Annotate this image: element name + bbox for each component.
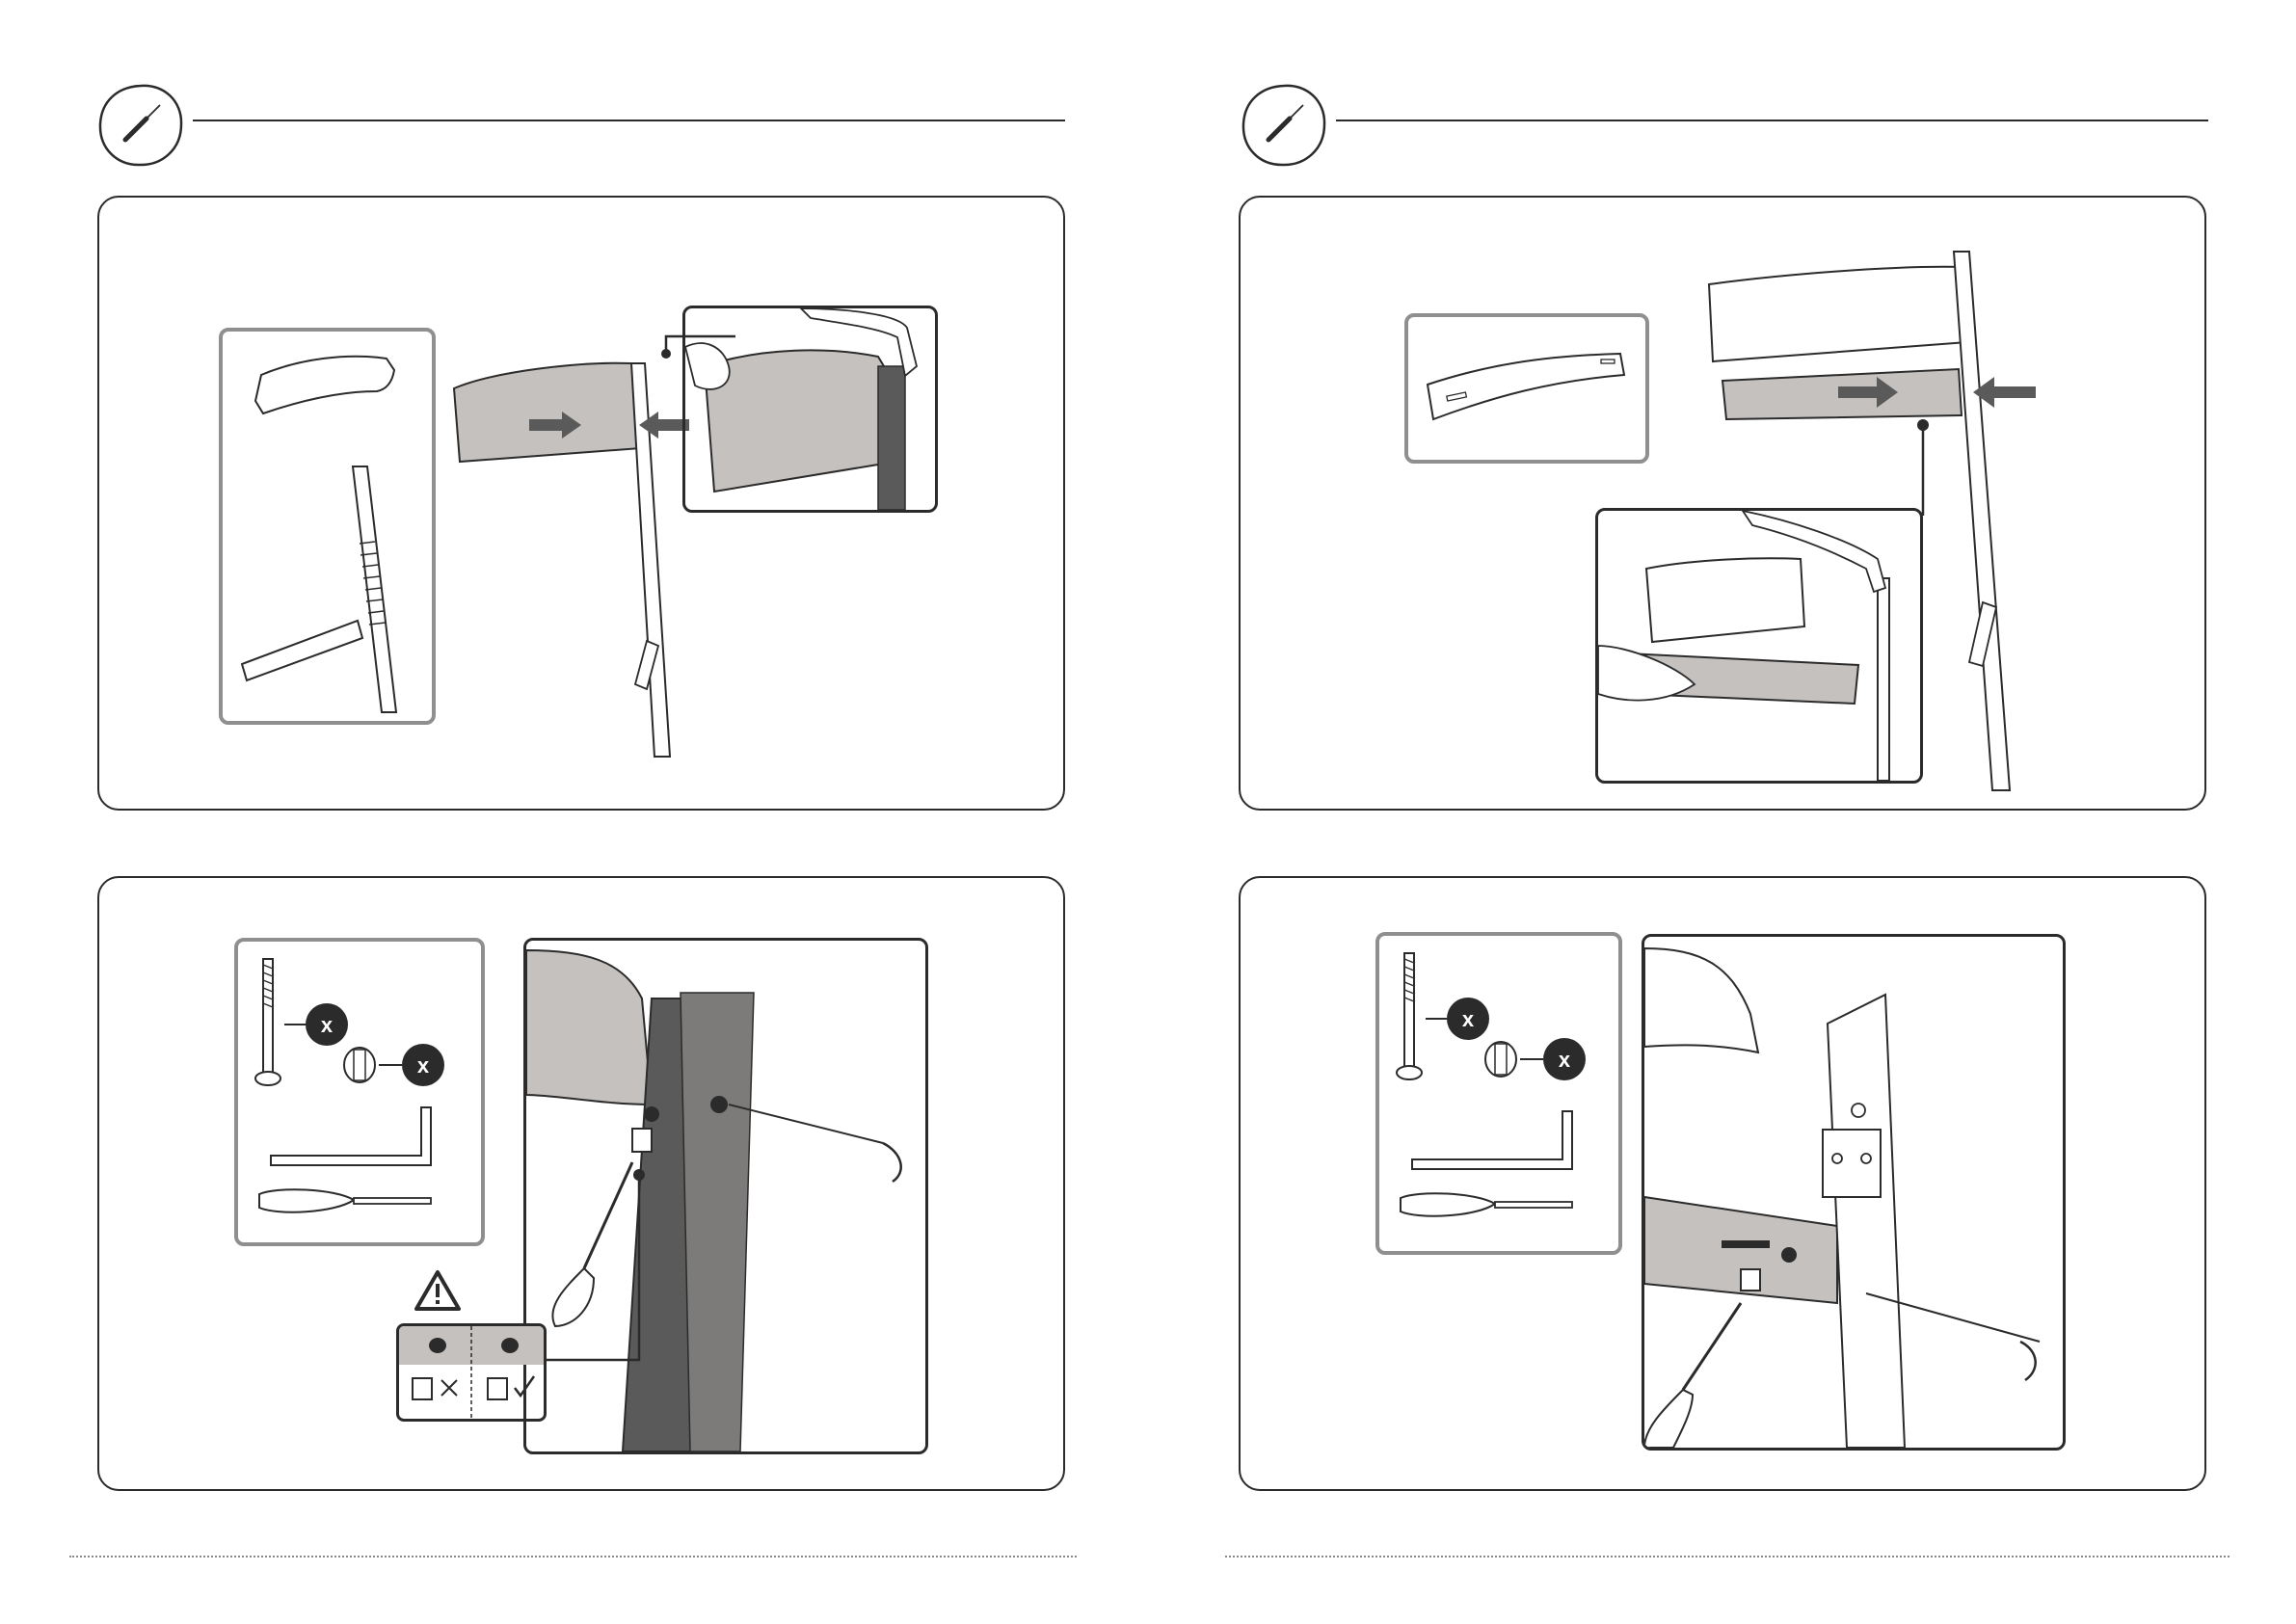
- bolt-qty-badge: x: [321, 1013, 334, 1037]
- manual-page-right: x x: [1148, 0, 2296, 1624]
- rotate-arrow-icon: [883, 1143, 901, 1182]
- allen-key-icon: [1412, 1111, 1572, 1169]
- detail-inset: [1642, 934, 2066, 1451]
- nut-qty-badge: x: [1559, 1048, 1571, 1072]
- bolt-icon: [255, 959, 280, 1085]
- nut-orientation-callout: [396, 1323, 547, 1422]
- header-rule: [193, 120, 1065, 121]
- parts-box: [219, 328, 436, 725]
- step-screw-backrest-panel: x x: [97, 876, 1065, 1491]
- warning-icon: [414, 1269, 462, 1312]
- backrest-part-icon: [255, 357, 394, 413]
- barrel-nut-icon: [344, 1048, 375, 1082]
- seat-board-part-icon: [1428, 354, 1624, 419]
- cross-mark-icon: [441, 1380, 457, 1396]
- bolt-icon: [1397, 953, 1422, 1079]
- callout-leader-line: [543, 1167, 658, 1398]
- footer-rule: [1225, 1556, 2229, 1557]
- bolt-qty-badge: x: [1462, 1007, 1475, 1031]
- tool-badge: [1240, 82, 1328, 169]
- step-screw-seat-panel: x x: [1239, 876, 2206, 1491]
- parts-box: x x: [1375, 932, 1622, 1255]
- screwdriver-icon: [259, 1189, 431, 1211]
- allen-key-icon: [271, 1107, 431, 1165]
- step-attach-backrest-panel: [97, 196, 1065, 811]
- screwdriver-icon: [1240, 82, 1328, 169]
- parts-box: x x: [234, 938, 485, 1246]
- screwdriver-icon: [1401, 1193, 1572, 1215]
- hand-icon: [685, 343, 730, 389]
- zoom-inset: [682, 306, 938, 513]
- tool-badge: [96, 82, 185, 169]
- parts-box: [1404, 313, 1649, 464]
- rotate-arrow-icon: [2020, 1342, 2036, 1380]
- footer-rule: [69, 1556, 1077, 1557]
- zoom-inset: [1595, 508, 1923, 784]
- nut-qty-badge: x: [417, 1053, 430, 1078]
- step-attach-seat-panel: [1239, 196, 2206, 811]
- screwdriver-icon: [96, 82, 185, 169]
- side-frame-part-icon: [242, 466, 396, 712]
- header-rule: [1336, 120, 2208, 121]
- check-mark-icon: [515, 1376, 534, 1396]
- barrel-nut-icon: [1485, 1042, 1516, 1077]
- manual-page-left: x x: [0, 0, 1148, 1624]
